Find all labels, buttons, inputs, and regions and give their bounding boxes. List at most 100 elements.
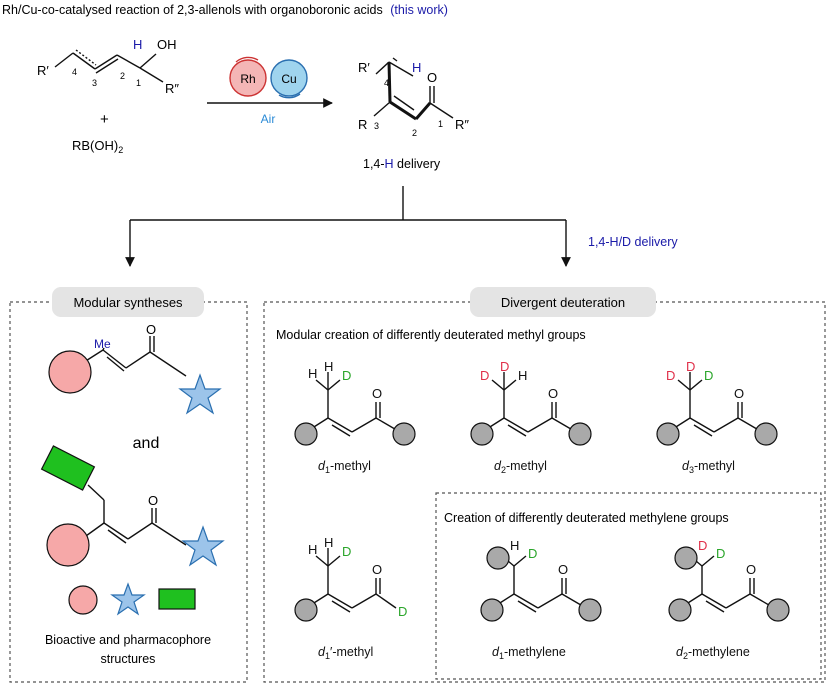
carbonyl-oxygen: O [372, 386, 382, 401]
header-title-line: Rh/Cu-co-catalysed reaction of 2,3-allen… [2, 3, 448, 17]
product-num2: 2 [412, 128, 417, 138]
boronic-acid: RB(OH)2 [72, 138, 123, 155]
grey-atom-icon [754, 422, 778, 446]
atom-h: H [324, 535, 333, 550]
product-o: O [427, 70, 437, 85]
and-label: and [133, 435, 160, 452]
atom-d-red: D [666, 368, 675, 383]
pink-circle-icon [46, 523, 90, 567]
blue-star-icon [178, 373, 222, 415]
caption-d1-methylene: d1-methylene [492, 645, 566, 661]
atom-d-green: D [342, 544, 351, 559]
grey-atom-icon [668, 598, 692, 622]
caption-d1p-methyl: d1′-methyl [318, 645, 373, 661]
grey-atom-icon [392, 422, 416, 446]
modular-structure-2 [40, 445, 225, 567]
atom-h: H [308, 542, 317, 557]
me-label: Me [94, 337, 111, 351]
caption-d2-methyl: d2-methyl [494, 459, 547, 475]
product-r-double-prime: R″ [455, 117, 469, 132]
blue-star-icon [181, 525, 225, 567]
cu-catalyst-icon [270, 59, 308, 99]
atom-d-red: D [480, 368, 489, 383]
carbonyl-oxygen: O [372, 562, 382, 577]
condition-air: Air [261, 112, 276, 126]
modular-pill [52, 287, 204, 317]
plus-sign: + [100, 111, 109, 128]
green-rect-icon [158, 588, 196, 610]
grey-atom-icon [486, 546, 510, 570]
modular-footer-line2: structures [101, 652, 156, 666]
allenol-num2: 2 [120, 71, 125, 81]
grey-atom-icon [480, 598, 504, 622]
divergent-box [263, 301, 826, 683]
modular-title: Modular syntheses [73, 295, 183, 310]
allenol-reactant [54, 49, 164, 83]
grey-atom-icon [294, 598, 318, 622]
atom-d-red: D [686, 359, 695, 374]
rh-label: Rh [240, 72, 255, 86]
atom-d-green: D [716, 546, 725, 561]
product-num1: 1 [438, 119, 443, 129]
product-h: H [412, 60, 421, 75]
caption-d2-methylene: d2-methylene [676, 645, 750, 661]
caption-d3-methyl: d3-methyl [682, 459, 735, 475]
methylene-heading: Creation of differently deuterated methy… [444, 511, 729, 525]
molecule-d1-methylene: O HD [480, 538, 602, 622]
atom-d-green: D [704, 368, 713, 383]
allenol-h: H [133, 37, 142, 52]
atom-d-red: D [698, 538, 707, 553]
header-highlight: (this work) [390, 3, 448, 17]
atom-h: H [324, 359, 333, 374]
methylene-box [435, 492, 822, 680]
grey-atom-icon [656, 422, 680, 446]
allenol-num3: 3 [92, 78, 97, 88]
branch-tree [125, 186, 571, 267]
divergent-pill [470, 287, 656, 317]
allenol-oh: OH [157, 37, 177, 52]
grey-atom-icon [674, 546, 698, 570]
product-r: R [358, 117, 367, 132]
grey-atom-icon [294, 422, 318, 446]
grey-atom-icon [470, 422, 494, 446]
atom-h: H [518, 368, 527, 383]
modular-footer-line1: Bioactive and pharmacophore [45, 633, 211, 647]
product-num3: 3 [374, 121, 379, 131]
carbonyl-oxygen: O [558, 562, 568, 577]
pink-circle-icon [48, 350, 92, 394]
atom-d-red: D [500, 359, 509, 374]
modular-box [9, 301, 248, 683]
pink-circle-icon [68, 585, 98, 615]
modular-o-1: O [146, 322, 156, 337]
cu-label: Cu [281, 72, 296, 86]
allenol-r-double-prime: R″ [165, 81, 179, 96]
product-r-prime: R′ [358, 60, 370, 75]
carbonyl-oxygen: O [746, 562, 756, 577]
rh-catalyst-icon [229, 56, 267, 97]
grey-atom-icon [578, 598, 602, 622]
green-rect-icon [40, 445, 96, 491]
methyl-heading: Modular creation of differently deuterat… [276, 328, 586, 342]
branch-label: 1,4-H/D delivery [588, 235, 678, 249]
modular-o-2: O [148, 493, 158, 508]
atom-d-green: D [528, 546, 537, 561]
product-num4: 4 [384, 78, 389, 88]
modular-structure-1 [48, 336, 222, 415]
atom-h: H [308, 366, 317, 381]
aldehyde-deuterium: D [398, 604, 407, 619]
allenol-num4: 4 [72, 67, 77, 77]
atom-d-green: D [342, 368, 351, 383]
molecule-d2-methylene: O DD [668, 538, 790, 622]
caption-d1-methyl: d1-methyl [318, 459, 371, 475]
header-title: Rh/Cu-co-catalysed reaction of 2,3-allen… [2, 3, 383, 17]
grey-atom-icon [568, 422, 592, 446]
carbonyl-oxygen: O [548, 386, 558, 401]
atom-h: H [510, 538, 519, 553]
allenol-num1: 1 [136, 78, 141, 88]
enone-product [373, 57, 454, 121]
delivery-caption: 1,4-H delivery [363, 157, 441, 171]
